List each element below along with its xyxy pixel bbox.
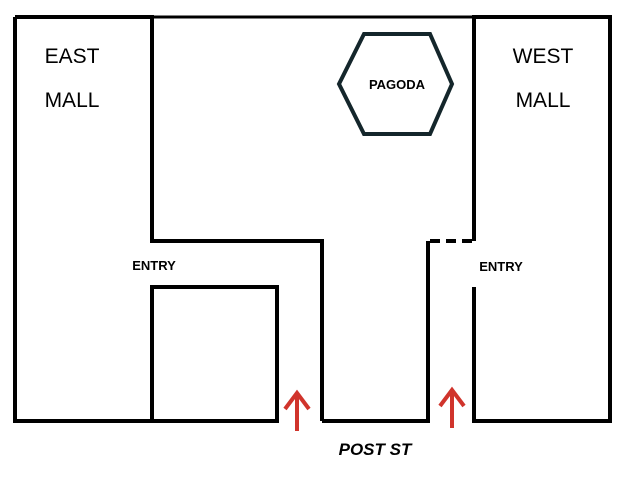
west-entry-label: ENTRY xyxy=(479,259,523,274)
arrow-up-icon xyxy=(438,386,466,428)
east-mall-building xyxy=(13,15,324,423)
central-walkway xyxy=(322,241,430,423)
east-mall-label-2: MALL xyxy=(45,89,100,112)
pagoda-hexagon[interactable] xyxy=(336,32,455,136)
east-mall-label-1: EAST xyxy=(45,45,100,68)
west-mall-label-2: MALL xyxy=(516,89,571,112)
west-mall-building xyxy=(472,15,612,423)
street-label: POST ST xyxy=(339,440,413,459)
east-entry-label: ENTRY xyxy=(132,258,176,273)
pagoda-label: PAGODA xyxy=(369,77,426,92)
west-mall-label-1: WEST xyxy=(513,45,574,68)
arrow-up-icon xyxy=(283,389,311,431)
